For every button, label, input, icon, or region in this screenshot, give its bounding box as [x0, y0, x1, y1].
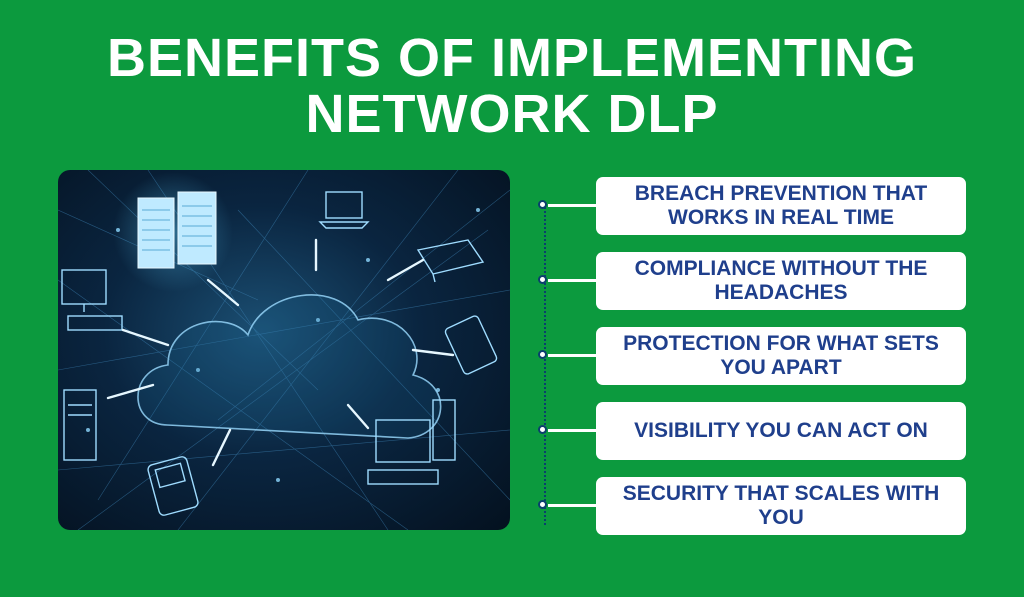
- benefit-item: COMPLIANCE WITHOUT THE HEADACHES: [538, 252, 966, 310]
- benefit-label: SECURITY THAT SCALES WITH YOU: [622, 482, 940, 529]
- page-title: BENEFITS OF IMPLEMENTING NETWORK DLP: [0, 30, 1024, 142]
- timeline-connector: [548, 204, 596, 207]
- benefit-card: VISIBILITY YOU CAN ACT ON: [596, 402, 966, 460]
- benefit-card: PROTECTION FOR WHAT SETS YOU APART: [596, 327, 966, 385]
- timeline-connector: [548, 279, 596, 282]
- benefit-item: PROTECTION FOR WHAT SETS YOU APART: [538, 327, 966, 385]
- cloud-network-icon: [58, 170, 510, 530]
- title-line-1: BENEFITS OF IMPLEMENTING: [106, 28, 917, 88]
- timeline-dot: [538, 425, 547, 434]
- timeline-dot: [538, 275, 547, 284]
- benefit-item: VISIBILITY YOU CAN ACT ON: [538, 402, 966, 460]
- title-line-2: NETWORK DLP: [305, 84, 719, 144]
- timeline-dot: [538, 350, 547, 359]
- benefit-label: BREACH PREVENTION THAT WORKS IN REAL TIM…: [634, 182, 928, 229]
- benefit-card: BREACH PREVENTION THAT WORKS IN REAL TIM…: [596, 177, 966, 235]
- cloud-network-illustration: [58, 170, 510, 530]
- benefit-item: BREACH PREVENTION THAT WORKS IN REAL TIM…: [538, 177, 966, 235]
- benefit-label: PROTECTION FOR WHAT SETS YOU APART: [623, 332, 939, 379]
- timeline-connector: [548, 429, 596, 432]
- timeline-line: [544, 207, 546, 525]
- timeline-dot: [538, 200, 547, 209]
- benefit-item: SECURITY THAT SCALES WITH YOU: [538, 477, 966, 535]
- benefit-label: VISIBILITY YOU CAN ACT ON: [634, 419, 928, 442]
- benefit-card: SECURITY THAT SCALES WITH YOU: [596, 477, 966, 535]
- benefit-label: COMPLIANCE WITHOUT THE HEADACHES: [634, 257, 928, 304]
- benefit-card: COMPLIANCE WITHOUT THE HEADACHES: [596, 252, 966, 310]
- timeline-connector: [548, 354, 596, 357]
- timeline-dot: [538, 500, 547, 509]
- timeline-connector: [548, 504, 596, 507]
